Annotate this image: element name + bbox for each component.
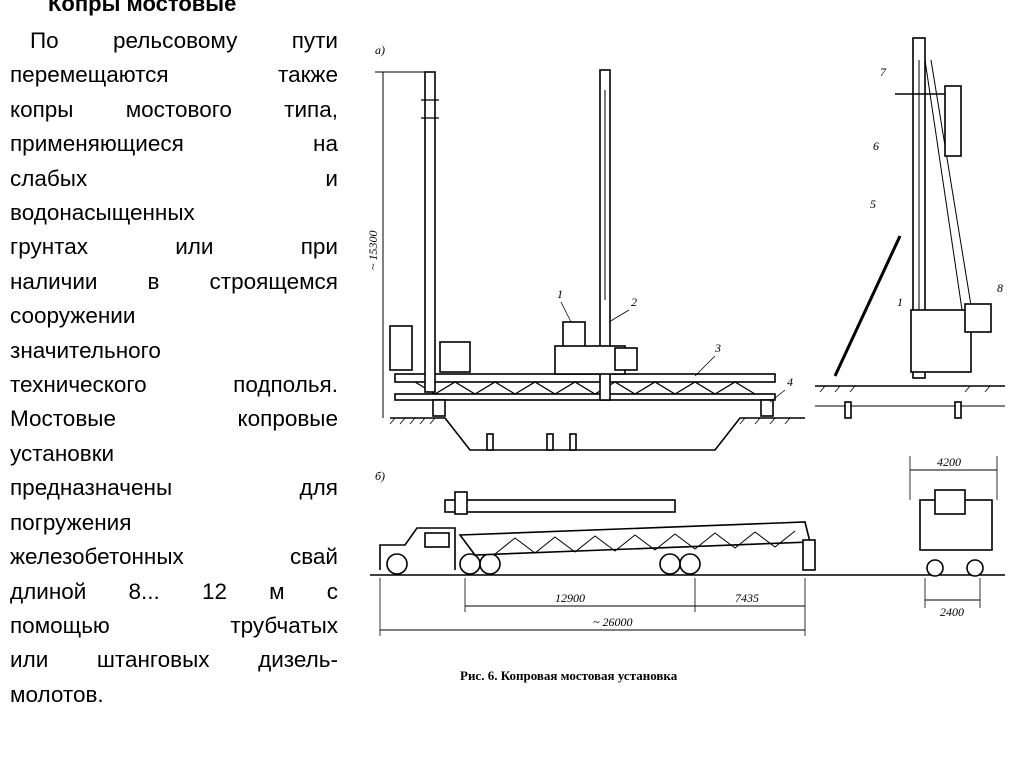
paragraph-word: значительного xyxy=(10,337,161,363)
dimension-2400: 2400 xyxy=(940,605,964,619)
paragraph-word: типа, xyxy=(284,96,338,122)
paragraph-word: сооружении xyxy=(10,303,136,329)
dimension-12900: 12900 xyxy=(555,591,585,605)
paragraph-word: мостового xyxy=(125,96,232,122)
callout-4: 4 xyxy=(787,375,793,389)
paragraph-line: Мостовые копровые xyxy=(10,402,338,436)
paragraph-line: технического подполья. xyxy=(10,368,338,402)
paragraph-line: или штанговых дизель- xyxy=(10,643,338,677)
paragraph-word: в xyxy=(147,268,160,294)
callout-6: 6 xyxy=(873,139,879,153)
callout-1b: 1 xyxy=(897,295,903,309)
paragraph-word: пути xyxy=(291,28,338,53)
figure-caption: Рис. 6. Копровая мостовая установка xyxy=(460,668,678,683)
callout-3: 3 xyxy=(714,341,721,355)
paragraph-word: и xyxy=(325,165,338,191)
pile-driver-drawing: а) ~ 15300 1 2 3 4 xyxy=(365,30,1020,650)
paragraph-line: водонасыщенных xyxy=(10,196,338,230)
paragraph-line: применяющиеся на xyxy=(10,127,338,161)
paragraph-word: предназначены xyxy=(10,475,173,501)
paragraph-line: копры мостового типа, xyxy=(10,93,338,127)
paragraph-word: молотов. xyxy=(10,681,104,707)
paragraph-word: грунтах xyxy=(10,234,88,260)
dimension-4200: 4200 xyxy=(937,455,961,469)
callout-8: 8 xyxy=(997,281,1003,295)
dimension-26000: ~ 26000 xyxy=(593,615,633,629)
paragraph-word: трубчатых xyxy=(230,612,338,638)
paragraph-word: копры xyxy=(10,96,74,122)
paragraph-word: железобетонных xyxy=(10,544,184,570)
slide-title: Копры мостовые xyxy=(48,0,237,16)
paragraph-word: технического xyxy=(10,372,147,398)
paragraph-word: копровые xyxy=(237,406,338,432)
view-a-label: а) xyxy=(375,43,385,57)
paragraph-line: слабых и xyxy=(10,162,338,196)
paragraph-line: установки xyxy=(10,437,338,471)
paragraph-word: 8... xyxy=(128,578,160,604)
paragraph-word: строящемся xyxy=(209,268,338,294)
paragraph-word: подполья. xyxy=(233,372,338,398)
paragraph-word: По xyxy=(30,28,59,53)
height-dimension: ~ 15300 xyxy=(366,231,380,271)
paragraph-line: наличии в строящемся xyxy=(10,265,338,299)
paragraph-word: рельсовому xyxy=(113,28,238,53)
callout-5: 5 xyxy=(870,197,876,211)
paragraph-word: погружения xyxy=(10,509,132,535)
paragraph-word: с xyxy=(326,578,338,604)
paragraph-line: длиной 8... 12 м с xyxy=(10,575,338,609)
paragraph-line: железобетонных свай xyxy=(10,540,338,574)
view-b-label: б) xyxy=(375,469,385,483)
paragraph-line: помощью трубчатых xyxy=(10,609,338,643)
paragraph-line: погружения xyxy=(10,506,338,540)
paragraph-word: применяющиеся xyxy=(10,131,184,157)
paragraph-line: сооружении xyxy=(10,299,338,333)
paragraph-word: или xyxy=(175,234,214,260)
paragraph-word: штанговых xyxy=(96,647,210,673)
paragraph-word: помощью xyxy=(10,612,110,638)
paragraph-word: перемещаются xyxy=(10,62,169,88)
paragraph-word: дизель- xyxy=(258,647,338,673)
paragraph-word: или xyxy=(10,647,49,673)
paragraph-word: установки xyxy=(10,440,115,466)
paragraph-line: предназначены для xyxy=(10,471,338,505)
paragraph-line: грунтах или при xyxy=(10,230,338,264)
paragraph-word: для xyxy=(299,475,338,501)
paragraph-line: перемещаются также xyxy=(10,58,338,92)
body-paragraph: По рельсовому пути перемещаются также копры мо… xyxy=(10,24,338,712)
paragraph-line: По рельсовому пути xyxy=(10,24,338,58)
paragraph-word: м xyxy=(269,578,285,604)
paragraph-word: свай xyxy=(289,544,338,570)
paragraph-word: также xyxy=(278,62,338,88)
paragraph-line: молотов. xyxy=(10,678,338,712)
paragraph-word: слабых xyxy=(10,165,88,191)
paragraph-word: Мостовые xyxy=(10,406,116,432)
paragraph-word: на xyxy=(313,131,338,157)
paragraph-word: длиной xyxy=(10,578,87,604)
paragraph-word: водонасыщенных xyxy=(10,200,195,226)
dimension-7435: 7435 xyxy=(735,591,759,605)
callout-2: 2 xyxy=(631,295,637,309)
paragraph-line: значительного xyxy=(10,334,338,368)
paragraph-word: при xyxy=(300,234,338,260)
paragraph-word: наличии xyxy=(10,268,98,294)
callout-7: 7 xyxy=(880,65,887,79)
paragraph-word: 12 xyxy=(201,578,227,604)
callout-1: 1 xyxy=(557,287,563,301)
